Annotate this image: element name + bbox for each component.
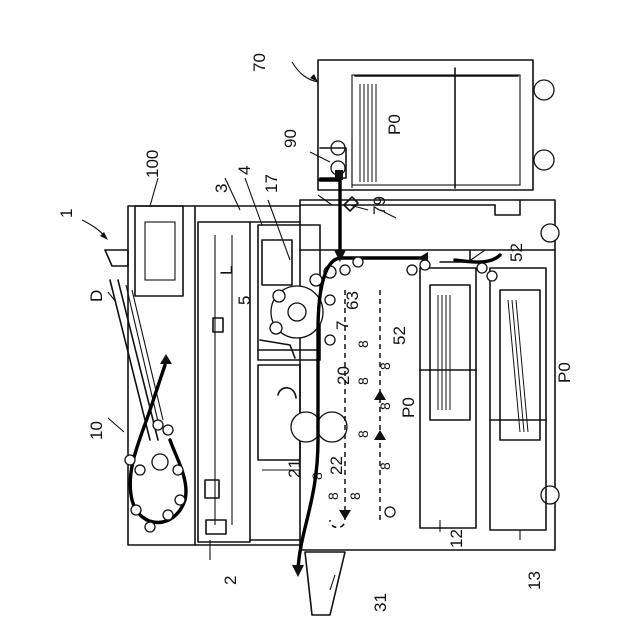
- label-ref-21: 21: [285, 459, 304, 478]
- feed-tray-13: [440, 250, 546, 530]
- label-mark-8: 8: [355, 430, 371, 438]
- label-lcp-sheet: P0: [385, 114, 404, 135]
- label-scanner: 10: [87, 421, 106, 440]
- label-feed-roller-52a: 52: [390, 326, 409, 345]
- label-tray-12: 12: [447, 529, 466, 548]
- label-mark-8: 8: [309, 472, 325, 480]
- label-ref-7: 7: [333, 321, 352, 330]
- label-ref-20: 20: [334, 366, 353, 385]
- main-paper-path: [292, 180, 500, 577]
- label-mark-8: 8: [377, 362, 393, 370]
- large-capacity-tray: [318, 60, 554, 211]
- exposure-section: [198, 222, 300, 542]
- process-cartridge: [258, 225, 336, 360]
- label-laser: L: [217, 266, 236, 275]
- label-mark-8: 8: [377, 402, 393, 410]
- label-document: D: [87, 290, 106, 302]
- label-ref-22: 22: [327, 456, 346, 475]
- label-toner: 3: [212, 184, 231, 193]
- label-process-unit: 4: [235, 166, 254, 175]
- label-mark-8: 8: [325, 492, 341, 500]
- label-mark-8: 8: [377, 462, 393, 470]
- label-apparatus: 1: [57, 209, 76, 218]
- reference-labels: 1 10 100 D 3 4 17 90 70 P0 79 L 5 7 63 2…: [57, 53, 574, 612]
- label-adf-number: 100: [143, 150, 162, 178]
- scanner-unit: [105, 206, 300, 545]
- label-tray-13: 13: [525, 571, 544, 590]
- label-mark-8: 8: [347, 492, 363, 500]
- label-lcp: 70: [250, 53, 269, 72]
- label-transfer-roller: 90: [281, 129, 300, 148]
- label-mark-8: 8: [355, 377, 371, 385]
- label-fixing: 17: [262, 174, 281, 193]
- label-ref-79: 79: [370, 196, 389, 215]
- label-mark-8: 8: [355, 340, 371, 348]
- label-tray2-sheet: P0: [555, 362, 574, 383]
- lcp-sheet-stack: [360, 84, 376, 182]
- label-ref-63: 63: [343, 291, 362, 310]
- label-tray1-sheet: P0: [399, 397, 418, 418]
- label-exit-tray: 31: [371, 593, 390, 612]
- label-feed-roller-52b: 52: [507, 243, 526, 262]
- exit-tray: [305, 552, 345, 615]
- label-drum: 5: [235, 296, 254, 305]
- label-ref-2: 2: [221, 576, 240, 585]
- feed-tray-12: [407, 260, 476, 528]
